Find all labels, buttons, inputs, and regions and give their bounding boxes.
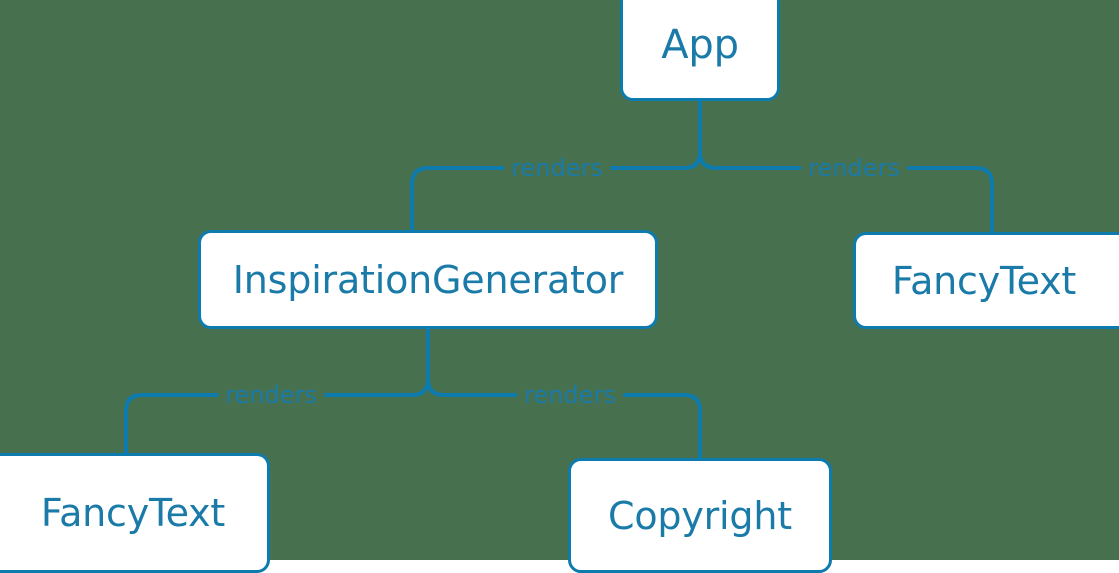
node-fancy-text-right-label: FancyText — [891, 258, 1077, 303]
edge-label-inspiration-copyright: renders — [517, 383, 623, 407]
node-fancy-text-left-label: FancyText — [40, 491, 226, 535]
edge-label-app-fancy-right: renders — [801, 156, 907, 180]
edge-label-inspiration-fancy-left: renders — [218, 383, 324, 407]
node-app-label: App — [661, 21, 739, 68]
edge-label-app-inspiration: renders — [504, 156, 610, 180]
node-fancy-text-left[interactable]: FancyText — [0, 453, 270, 573]
node-copyright[interactable]: Copyright — [568, 458, 832, 573]
node-fancy-text-right[interactable]: FancyText — [853, 232, 1119, 329]
node-inspiration-generator[interactable]: InspirationGenerator — [198, 230, 658, 329]
node-inspiration-generator-label: InspirationGenerator — [232, 257, 624, 302]
node-copyright-label: Copyright — [608, 493, 792, 538]
node-app[interactable]: App — [620, 0, 780, 101]
